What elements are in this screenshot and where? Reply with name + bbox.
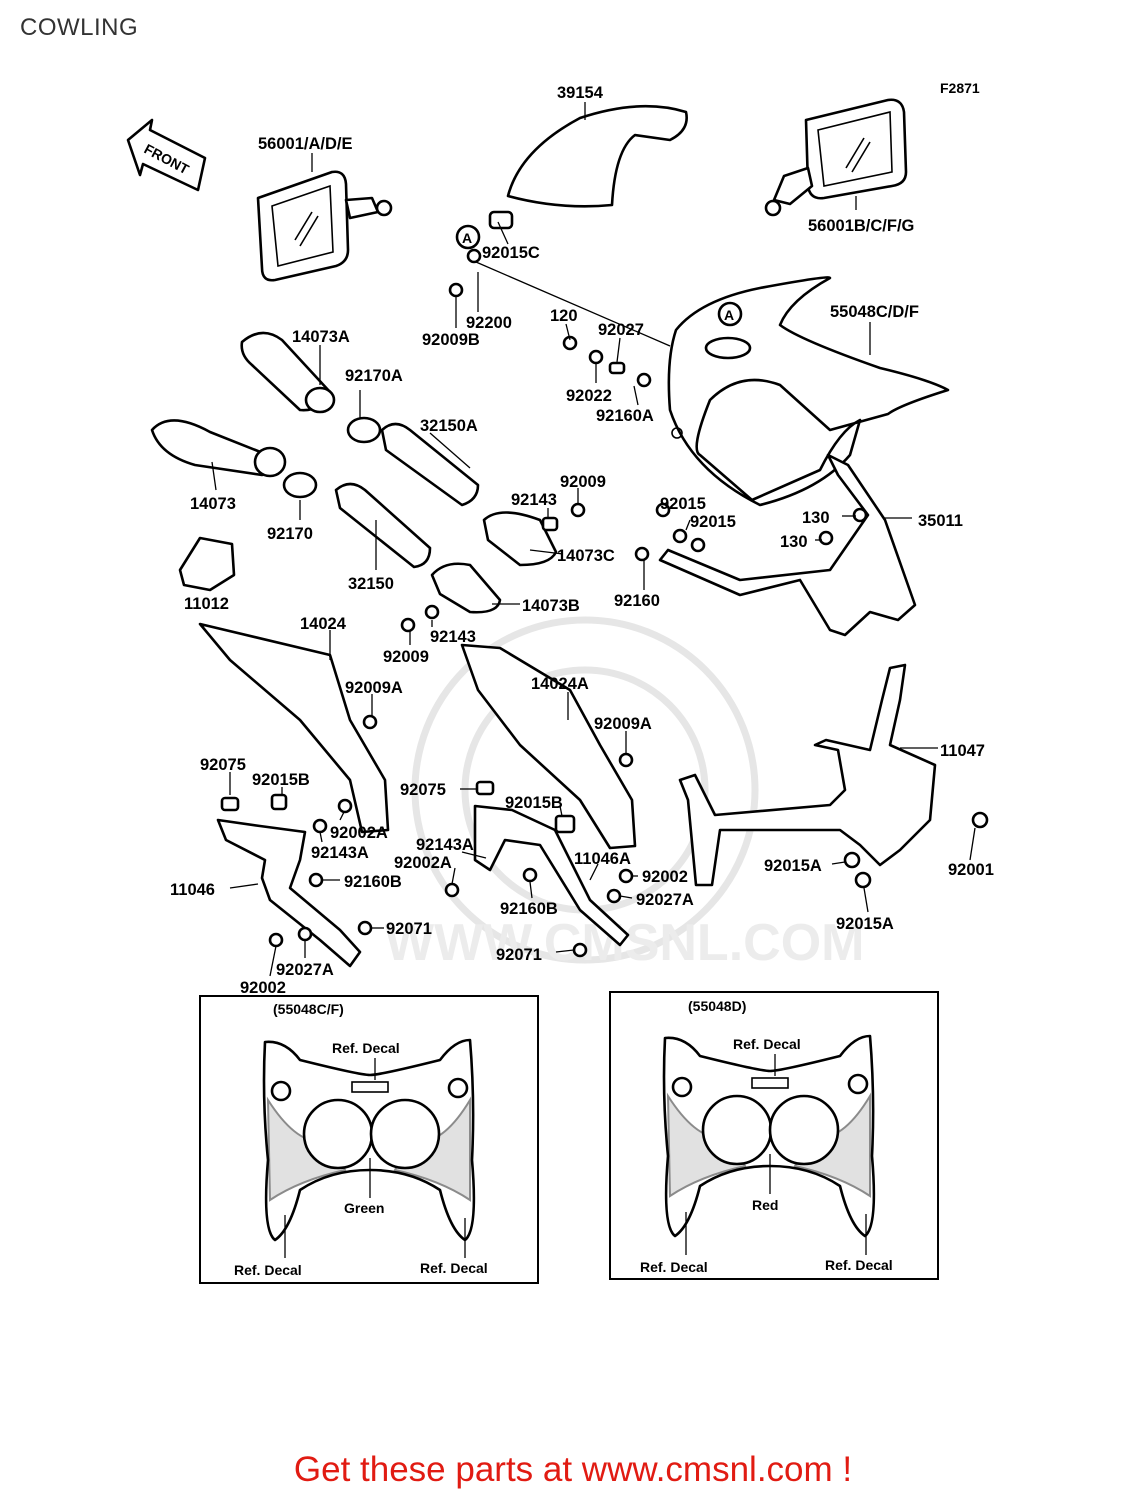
part-label-92001: 92001 <box>948 861 994 879</box>
fasteners <box>220 248 989 958</box>
part-label-32150: 32150 <box>348 575 394 593</box>
part-label-14073a: 14073A <box>292 328 350 346</box>
figure-code: F2871 <box>940 80 980 96</box>
part-label-92027a-left: 92027A <box>276 961 334 979</box>
air-ducts <box>150 331 586 614</box>
block-11012 <box>178 536 236 592</box>
part-label-92160a: 92160A <box>596 407 654 425</box>
inset-color-label: Red <box>752 1197 778 1213</box>
part-label-92009b: 92009B <box>422 331 480 349</box>
part-label-11012: 11012 <box>184 595 229 613</box>
part-label-11047: 11047 <box>940 742 985 760</box>
part-label-35011: 35011 <box>918 512 963 530</box>
part-label-92071-left: 92071 <box>386 920 432 938</box>
leader-lines <box>211 102 976 977</box>
part-label-92170a: 92170A <box>345 367 403 385</box>
part-label-92075-left: 92075 <box>200 756 246 774</box>
part-label-92009a-left: 92009A <box>345 679 403 697</box>
inset-left-decal: Ref. Decal <box>234 1262 302 1278</box>
part-label-14073: 14073 <box>190 495 236 513</box>
hose-clamps <box>282 416 382 499</box>
part-label-14073b: 14073B <box>522 597 580 615</box>
part-label-92200: 92200 <box>466 314 512 332</box>
part-label-120: 120 <box>550 307 578 325</box>
part-label-92027: 92027 <box>598 321 644 339</box>
part-label-92160: 92160 <box>614 592 660 610</box>
part-label-92022: 92022 <box>566 387 612 405</box>
part-label-92143-top: 92143 <box>511 491 557 509</box>
part-label-11046a: 11046A <box>574 850 631 868</box>
part-label-92015c: 92015C <box>482 244 540 262</box>
inset-left-decal: Ref. Decal <box>640 1259 708 1275</box>
ref-marker-1: A <box>455 224 481 250</box>
ref-marker-2: A <box>717 301 743 327</box>
part-label-14024: 14024 <box>300 615 347 633</box>
part-label-92009a-right: 92009A <box>594 715 652 733</box>
part-label-92143a-left: 92143A <box>311 844 369 862</box>
inset-top-decal: Ref. Decal <box>733 1036 801 1052</box>
inset-right-decal: Ref. Decal <box>420 1260 488 1276</box>
part-label-92009-mid: 92009 <box>383 648 429 666</box>
inset-color-label: Green <box>344 1200 384 1216</box>
part-label-92170: 92170 <box>267 525 313 543</box>
part-label-14073c: 14073C <box>557 547 615 565</box>
part-label-55048cdf: 55048C/D/F <box>830 303 919 321</box>
part-label-39154: 39154 <box>557 84 604 102</box>
inner-panels <box>198 622 637 850</box>
part-label-92015-a: 92015 <box>660 495 706 513</box>
part-label-92015b-left: 92015B <box>252 771 310 789</box>
cowling-exploded-diagram: WWW.CMSNL.COM FRONT F2871 <box>126 80 994 1284</box>
part-label-92002-right: 92002 <box>642 868 688 886</box>
part-label-32150a: 32150A <box>420 417 478 435</box>
stay-35011 <box>658 453 917 637</box>
page-title: COWLING <box>20 14 139 41</box>
part-label-92009-top: 92009 <box>560 473 606 491</box>
part-labels: 39154 56001/A/D/E 56001B/C/F/G 92015C 92… <box>170 84 994 997</box>
part-label-92160b-left: 92160B <box>344 873 402 891</box>
inset-title: (55048D) <box>688 998 746 1014</box>
part-label-11046: 11046 <box>170 881 215 899</box>
frame-11047 <box>678 663 937 887</box>
inset-right-decal: Ref. Decal <box>825 1257 893 1273</box>
inset-55048cf: (55048C/F) Ref. Decal Green Ref. Decal R… <box>199 995 539 1284</box>
inset-top-decal: Ref. Decal <box>332 1040 400 1056</box>
part-label-92002-left: 92002 <box>240 979 286 997</box>
ref-marker-text-2: A <box>724 307 734 323</box>
left-mirror <box>256 170 393 282</box>
part-label-92143a-right: 92143A <box>416 836 474 854</box>
part-label-92075-right: 92075 <box>400 781 446 799</box>
part-label-92160b-right: 92160B <box>500 900 558 918</box>
watermark-text: WWW.CMSNL.COM <box>385 914 864 972</box>
part-label-92015a-bottom: 92015A <box>836 915 894 933</box>
part-label-92015a-left: 92015A <box>764 857 822 875</box>
part-label-56001ade: 56001/A/D/E <box>258 135 352 153</box>
part-label-92027a-right: 92027A <box>636 891 694 909</box>
part-label-14024a: 14024A <box>531 675 589 693</box>
part-label-130-b: 130 <box>780 533 808 551</box>
front-arrow: FRONT <box>126 118 207 192</box>
part-label-130-a: 130 <box>802 509 830 527</box>
part-label-92015b-right: 92015B <box>505 794 563 812</box>
right-mirror <box>764 98 908 217</box>
inset-55048d: (55048D) Ref. Decal Red Ref. Decal Ref. … <box>609 991 939 1280</box>
inset-title: (55048C/F) <box>273 1001 344 1017</box>
bracket-11046 <box>216 818 362 968</box>
part-label-92071-right: 92071 <box>496 946 542 964</box>
footer-link[interactable]: Get these parts at www.cmsnl.com ! <box>293 1450 853 1489</box>
part-label-92143-mid: 92143 <box>430 628 476 646</box>
bracket-11046a <box>473 804 630 947</box>
upper-cowl <box>667 276 950 507</box>
part-label-56001bcfg: 56001B/C/F/G <box>808 217 914 235</box>
part-label-92002a-left: 92002A <box>330 824 388 842</box>
part-label-92002a-right: 92002A <box>394 854 452 872</box>
windshield <box>488 104 688 230</box>
part-label-92015-b: 92015 <box>690 513 736 531</box>
ref-marker-text-1: A <box>462 230 472 246</box>
